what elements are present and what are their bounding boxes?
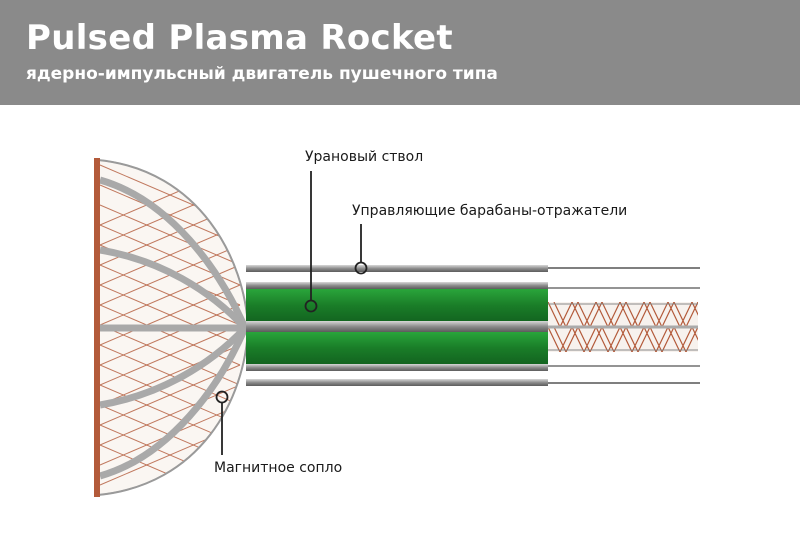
nozzle-base-ring [94, 158, 100, 497]
nozzle-coil-winding [99, 160, 248, 495]
page-title: Pulsed Plasma Rocket [26, 18, 453, 58]
tail-coil [548, 302, 698, 352]
control-drum-bottom [246, 379, 548, 386]
barrel-axis-rod [246, 321, 548, 332]
callout-magnetic-nozzle [215, 390, 229, 455]
control-drum-top [246, 265, 548, 272]
label-magnetic-nozzle: Магнитное сопло [214, 460, 343, 476]
header-banner: Pulsed Plasma Rocket ядерно-импульсный д… [0, 0, 800, 105]
uranium-barrel [246, 289, 548, 364]
callout-control-drums [354, 224, 368, 275]
page-subtitle: ядерно-импульсный двигатель пушечного ти… [26, 64, 498, 84]
label-control-drums: Управляющие барабаны-отражатели [352, 203, 628, 219]
callout-uranium-barrel [304, 171, 318, 313]
control-drums [246, 265, 700, 386]
label-uranium-barrel: Урановый ствол [305, 149, 424, 165]
